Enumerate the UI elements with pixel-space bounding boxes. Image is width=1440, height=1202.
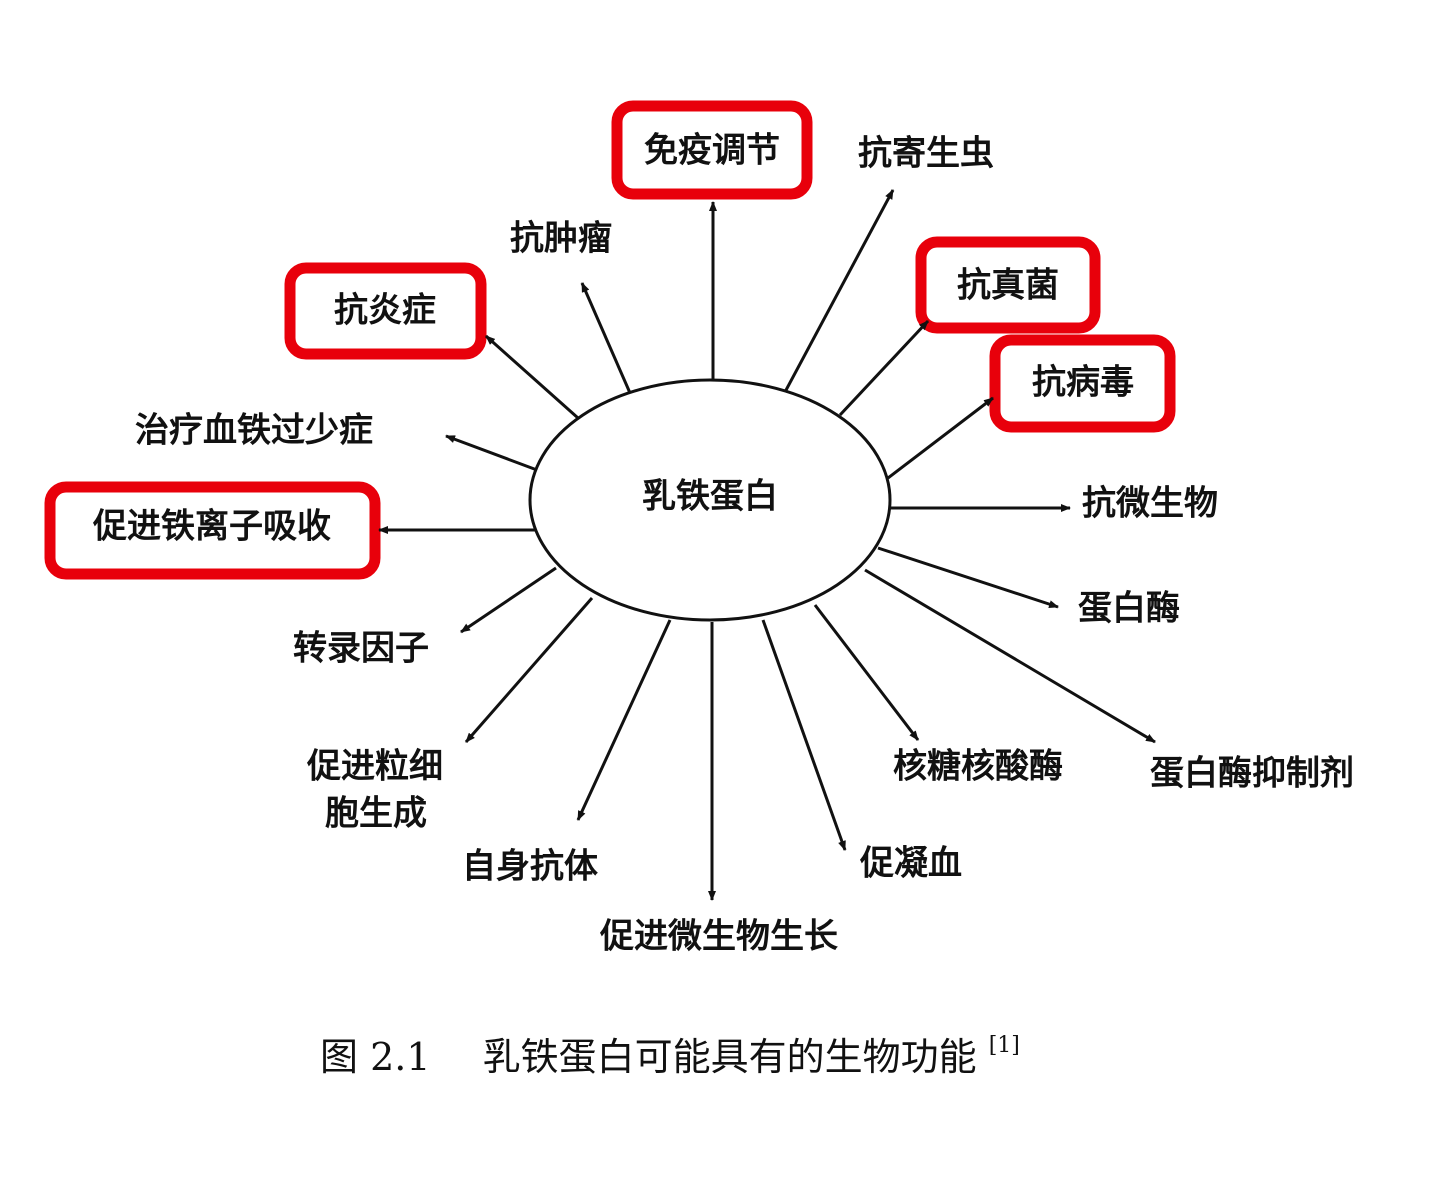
highlight-box-antiviral (989, 334, 1176, 433)
caption-text: 乳铁蛋白可能具有的生物功能 (483, 1035, 977, 1079)
node-rnase: 核糖核酸酶 (893, 747, 1063, 787)
node-granulocyte-line2: 胞生成 (325, 794, 427, 834)
arrow-antifungal (838, 319, 930, 417)
arrow-rnase (813, 604, 920, 741)
node-antifungal: 抗真菌 (957, 266, 1059, 306)
figure-caption: 图 2.1 乳铁蛋白可能具有的生物功能 [1] (320, 1033, 1020, 1079)
highlight-box-antiinflammatory (284, 262, 487, 360)
arrows (378, 189, 1156, 901)
node-antiviral: 抗病毒 (1032, 363, 1134, 403)
highlight-box-antifungal (915, 236, 1101, 334)
caption-label: 图 2.1 (320, 1035, 431, 1079)
arrow-antitumor (580, 282, 632, 394)
arrow-antiparasite (783, 189, 895, 393)
arrow-antiinflammatory (485, 334, 579, 420)
arrow-antiviral (887, 396, 994, 480)
node-antitumor: 抗肿瘤 (510, 219, 612, 259)
arrow-protease-inhibitor (864, 568, 1156, 744)
node-microbe-growth: 促进微生物生长 (599, 917, 838, 957)
highlight-box-iron-absorption (44, 481, 381, 580)
node-antiinflammatory: 抗炎症 (334, 291, 436, 331)
node-autoantibody: 自身抗体 (462, 847, 598, 887)
highlight-box-immune (611, 100, 813, 200)
arrow-coagulation (761, 619, 847, 851)
arrow-protease (877, 546, 1059, 609)
node-protease: 蛋白酶 (1078, 589, 1180, 629)
node-protease-inhibitor: 蛋白酶抑制剂 (1150, 754, 1354, 794)
node-iron-absorption: 促进铁离子吸收 (92, 507, 331, 547)
node-coagulation: 促凝血 (859, 844, 962, 884)
node-granulocyte-line1: 促进粒细 (306, 747, 443, 787)
node-antiparasite: 抗寄生虫 (858, 134, 994, 174)
arrow-transcription (460, 566, 557, 634)
node-transcription: 转录因子 (293, 629, 429, 669)
arrow-hypoferremia (445, 434, 538, 472)
arrow-autoantibody (576, 619, 672, 821)
node-immune: 免疫调节 (644, 131, 780, 171)
node-antimicrobial: 抗微生物 (1082, 484, 1218, 524)
caption-reference: [1] (989, 1033, 1020, 1058)
arrow-granulocyte (464, 597, 594, 743)
center-label: 乳铁蛋白 (642, 477, 778, 517)
center-node (528, 378, 892, 622)
node-hypoferremia: 治疗血铁过少症 (135, 411, 373, 451)
